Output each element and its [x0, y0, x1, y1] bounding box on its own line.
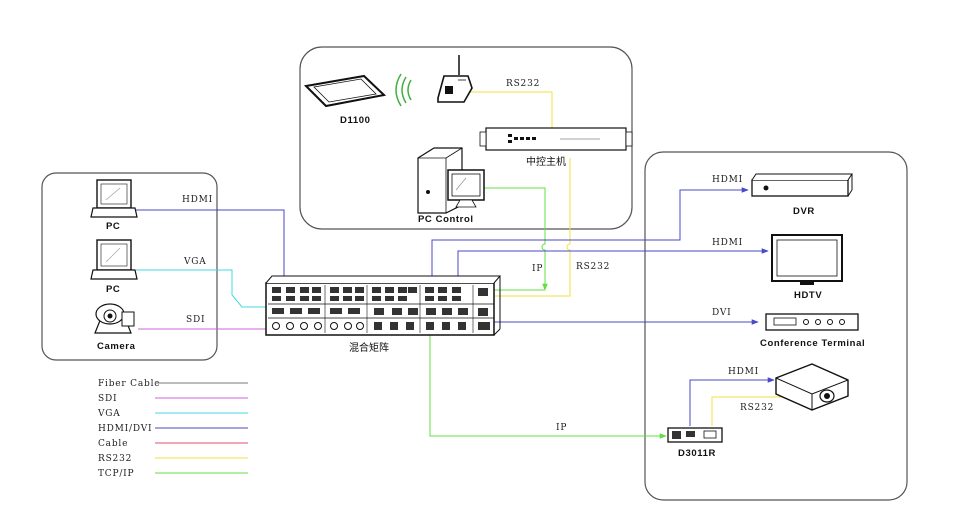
router-icon	[437, 55, 473, 103]
legend-label: Fiber Cable	[98, 379, 160, 389]
link-vga-pc2: VGA	[183, 257, 207, 267]
control-host-label: 中控主机	[526, 155, 566, 168]
cable-hdmi-hdtv	[457, 248, 769, 282]
link-rs232-down: RS232	[576, 262, 610, 272]
cable-ip-pc	[482, 187, 548, 291]
wifi-icon	[395, 73, 412, 107]
pc2-label: PC	[106, 284, 120, 295]
matrix-label: 混合矩阵	[349, 341, 389, 354]
link-hdmi-pc1: HDMI	[182, 195, 213, 205]
cable-rs232-proj	[711, 394, 801, 426]
legend-label: Cable	[98, 439, 128, 449]
link-hdmi-dvr: HDMI	[712, 175, 743, 185]
dvr-label: DVR	[793, 206, 815, 217]
conference-terminal-label: Conference Terminal	[760, 338, 865, 349]
legend-label: TCP/IP	[98, 469, 134, 479]
tv-icon	[771, 234, 843, 285]
legend-label: VGA	[97, 409, 121, 419]
conference-terminal-icon	[765, 313, 859, 331]
link-sdi-camera: SDI	[186, 315, 205, 325]
projector-icon	[775, 363, 849, 411]
d3011r-icon	[667, 427, 723, 443]
matrix-chassis	[265, 275, 502, 336]
cable-vga-pc2	[136, 269, 266, 308]
cable-rs232-down	[494, 158, 571, 297]
legend-label: RS232	[98, 454, 132, 464]
pc-control-label: PC Control	[418, 214, 474, 225]
cable-ip-receiver	[429, 330, 667, 439]
laptop-icon	[90, 239, 138, 280]
link-hdmi-proj: HDMI	[728, 367, 759, 377]
link-ip-down: IP	[532, 264, 543, 274]
legend-label: HDMI/DVI	[98, 424, 152, 434]
link-rs232-proj: RS232	[740, 403, 774, 413]
desktop-icon	[417, 147, 485, 214]
tablet-icon	[303, 74, 387, 108]
cable-rs232-top	[470, 91, 553, 128]
dvr-icon	[751, 173, 853, 197]
link-ip-receiver: IP	[556, 423, 567, 433]
link-dvi-conf: DVI	[712, 308, 732, 318]
sources-group	[41, 172, 218, 361]
laptop-icon	[90, 179, 138, 218]
link-rs232-top: RS232	[506, 79, 540, 89]
link-hdmi-hdtv: HDMI	[712, 238, 743, 248]
d3011r-label: D3011R	[678, 448, 716, 459]
hdtv-label: HDTV	[794, 290, 822, 301]
cable-hdmi-dvr	[431, 187, 749, 282]
pc1-label: PC	[106, 221, 120, 232]
camera-icon	[94, 303, 135, 334]
cable-hdmi-pc1	[136, 209, 285, 283]
legend-label: SDI	[98, 394, 117, 404]
cable-hdmi-proj	[689, 377, 775, 426]
control-host	[479, 127, 633, 151]
d1100-label: D1100	[340, 115, 370, 126]
displays-group	[644, 151, 908, 501]
camera-label: Camera	[97, 341, 136, 352]
